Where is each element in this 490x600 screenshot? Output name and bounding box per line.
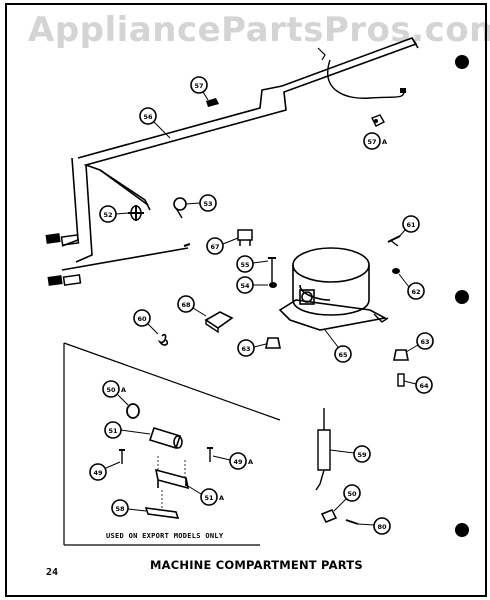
svg-text:68: 68 bbox=[181, 301, 191, 309]
callout-49: 49 bbox=[89, 461, 121, 481]
callout-65: 65 bbox=[324, 329, 352, 363]
svg-text:64: 64 bbox=[419, 382, 429, 390]
svg-text:A: A bbox=[219, 494, 224, 502]
svg-text:51: 51 bbox=[108, 427, 118, 435]
callout-63-right: 63 bbox=[405, 332, 434, 353]
svg-text:59: 59 bbox=[357, 451, 367, 459]
callout-53: 53 bbox=[185, 194, 217, 212]
spacer-64 bbox=[397, 373, 405, 387]
svg-text:67: 67 bbox=[210, 243, 219, 251]
screw-49 bbox=[119, 449, 125, 464]
export-inset bbox=[63, 342, 281, 546]
grommet-62 bbox=[392, 268, 400, 274]
svg-text:56: 56 bbox=[143, 113, 153, 121]
grommet-63-right bbox=[393, 349, 409, 361]
screw-49a bbox=[207, 447, 213, 462]
thermostat-59 bbox=[315, 408, 331, 491]
callout-67: 67 bbox=[206, 237, 239, 255]
binder-hole-bottom bbox=[455, 523, 469, 537]
callout-51a: 51 A bbox=[187, 485, 224, 506]
compressor-65 bbox=[278, 247, 388, 331]
callout-61: 61 bbox=[397, 215, 420, 239]
svg-text:62: 62 bbox=[411, 288, 420, 296]
terminal-67 bbox=[237, 229, 253, 246]
svg-text:A: A bbox=[248, 458, 253, 466]
page-border bbox=[5, 3, 487, 597]
clip-60 bbox=[157, 333, 169, 346]
svg-text:49: 49 bbox=[233, 458, 243, 466]
svg-text:53: 53 bbox=[203, 200, 212, 208]
svg-text:54: 54 bbox=[240, 282, 250, 290]
callout-60: 60 bbox=[133, 309, 159, 335]
export-note: USED ON EXPORT MODELS ONLY bbox=[106, 532, 224, 540]
svg-text:63: 63 bbox=[241, 345, 250, 353]
svg-text:50: 50 bbox=[106, 386, 116, 394]
callout-56: 56 bbox=[139, 107, 171, 139]
clip-57 bbox=[206, 98, 219, 107]
svg-text:A: A bbox=[382, 138, 387, 146]
power-cord bbox=[327, 59, 405, 99]
screw-80 bbox=[345, 519, 359, 525]
callout-64: 64 bbox=[403, 376, 433, 394]
callout-51: 51 bbox=[104, 421, 151, 439]
svg-text:65: 65 bbox=[338, 351, 348, 359]
svg-text:57: 57 bbox=[367, 138, 376, 146]
page-number: 24 bbox=[46, 567, 59, 578]
callout-49a: 49 A bbox=[212, 452, 253, 470]
svg-text:58: 58 bbox=[115, 505, 125, 513]
binder-hole-top bbox=[455, 55, 469, 69]
callout-59: 59 bbox=[329, 445, 371, 463]
watermark: AppliancePartsPros.com bbox=[28, 10, 490, 50]
svg-text:63: 63 bbox=[420, 338, 429, 346]
callout-68: 68 bbox=[177, 295, 207, 317]
callout-50: 50 bbox=[333, 484, 361, 512]
svg-text:49: 49 bbox=[93, 469, 103, 477]
page-title: MACHINE COMPARTMENT PARTS bbox=[150, 558, 363, 572]
svg-text:57: 57 bbox=[194, 82, 203, 90]
svg-text:61: 61 bbox=[406, 221, 416, 229]
screw-55 bbox=[268, 257, 276, 282]
callout-54: 54 bbox=[236, 276, 268, 294]
callout-57a: 57 A bbox=[363, 132, 387, 150]
pin-61 bbox=[387, 235, 401, 243]
connector-57a bbox=[371, 114, 385, 127]
grommet-63-left bbox=[265, 337, 281, 349]
callout-62: 62 bbox=[398, 273, 425, 300]
svg-text:52: 52 bbox=[103, 211, 112, 219]
svg-text:50: 50 bbox=[347, 490, 357, 498]
svg-text:51: 51 bbox=[204, 494, 214, 502]
svg-text:55: 55 bbox=[240, 261, 250, 269]
svg-text:A: A bbox=[121, 386, 126, 394]
grommet-50 bbox=[320, 509, 338, 523]
bracket-52 bbox=[128, 205, 144, 221]
ring-50a bbox=[126, 403, 140, 419]
binder-hole-middle bbox=[455, 290, 469, 304]
grommet-54 bbox=[269, 282, 277, 288]
insulator-68 bbox=[204, 311, 234, 334]
callout-58: 58 bbox=[111, 499, 147, 517]
callout-52: 52 bbox=[99, 205, 129, 223]
harness-plugs bbox=[45, 233, 82, 286]
mount-58 bbox=[144, 507, 180, 519]
callout-50a: 50 A bbox=[102, 380, 129, 406]
bracket-51a bbox=[154, 468, 190, 490]
callout-55: 55 bbox=[236, 255, 269, 273]
capacitor-51 bbox=[148, 427, 183, 449]
callout-63-left: 63 bbox=[237, 339, 267, 357]
svg-text:60: 60 bbox=[137, 315, 147, 323]
svg-text:80: 80 bbox=[377, 523, 387, 531]
callout-80: 80 bbox=[357, 517, 391, 535]
callout-57: 57 bbox=[190, 76, 209, 101]
